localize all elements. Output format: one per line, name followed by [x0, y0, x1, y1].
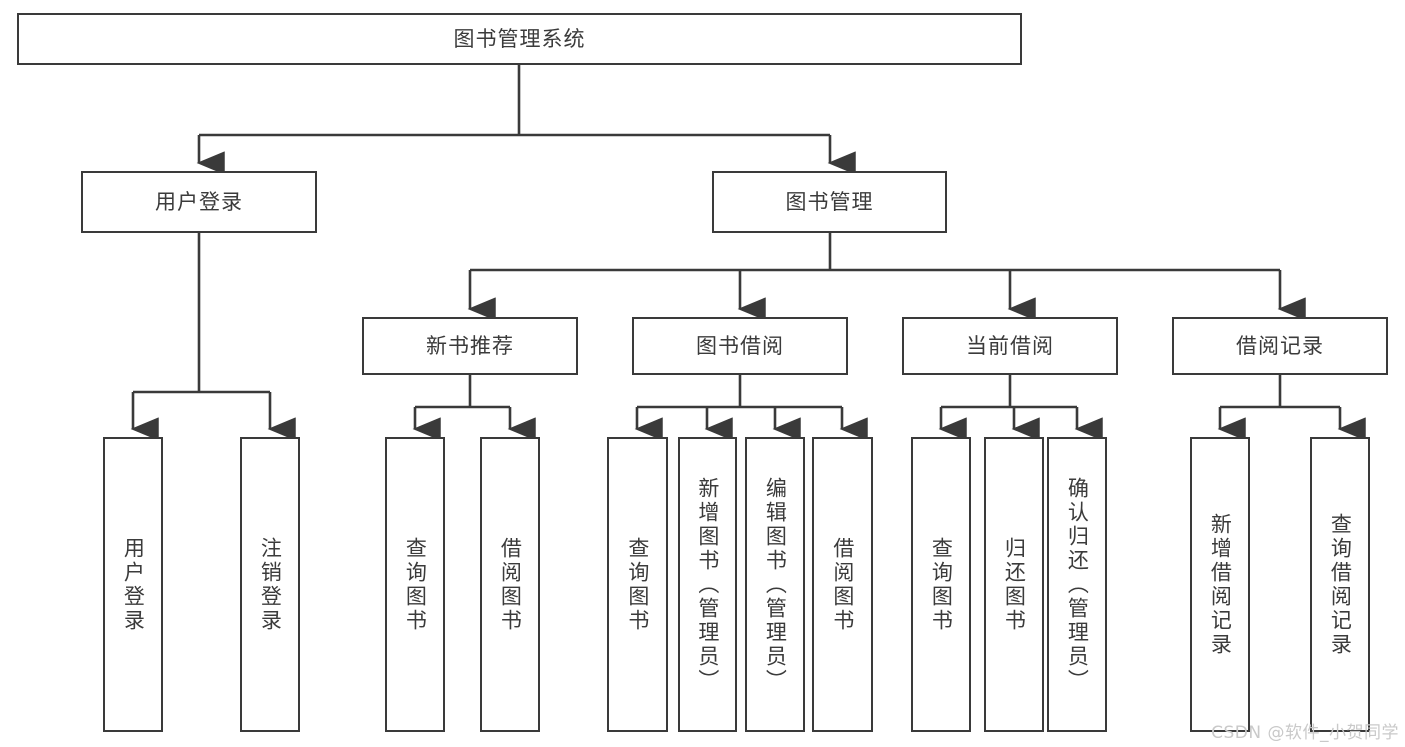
leaf-borrow-book-label: 借阅图书: [830, 536, 855, 633]
leaf-add-book[interactable]: 新增图书（管理员）: [678, 437, 737, 732]
node-new-book-recommend[interactable]: 新书推荐: [362, 317, 578, 375]
leaf-query-record[interactable]: 查询借阅记录: [1310, 437, 1370, 732]
leaf-logout[interactable]: 注销登录: [240, 437, 300, 732]
leaf-return-book-label: 归还图书: [1002, 536, 1027, 633]
leaf-query-book-borrow[interactable]: 查询图书: [607, 437, 668, 732]
leaf-logout-label: 注销登录: [258, 536, 283, 633]
node-borrow-record-label: 借阅记录: [1236, 333, 1324, 358]
node-user-login[interactable]: 用户登录: [81, 171, 317, 233]
edges: [130, 65, 1366, 441]
node-root[interactable]: 图书管理系统: [17, 13, 1022, 65]
node-borrow-record[interactable]: 借阅记录: [1172, 317, 1388, 375]
leaf-borrow-book-rec-label: 借阅图书: [498, 536, 523, 633]
node-book-borrow-label: 图书借阅: [696, 333, 784, 358]
leaf-return-book[interactable]: 归还图书: [984, 437, 1044, 732]
leaf-add-book-label: 新增图书（管理员）: [695, 476, 720, 693]
node-current-borrow-label: 当前借阅: [966, 333, 1054, 358]
leaf-add-record[interactable]: 新增借阅记录: [1190, 437, 1250, 732]
node-new-book-recommend-label: 新书推荐: [426, 333, 514, 358]
node-book-manage[interactable]: 图书管理: [712, 171, 947, 233]
leaf-query-book-current-label: 查询图书: [929, 536, 954, 633]
leaf-query-record-label: 查询借阅记录: [1328, 512, 1353, 657]
leaf-confirm-return-label: 确认归还（管理员）: [1065, 476, 1090, 693]
leaf-query-book-borrow-label: 查询图书: [625, 536, 650, 633]
leaf-user-login[interactable]: 用户登录: [103, 437, 163, 732]
leaf-borrow-book[interactable]: 借阅图书: [812, 437, 873, 732]
node-current-borrow[interactable]: 当前借阅: [902, 317, 1118, 375]
leaf-query-book-rec[interactable]: 查询图书: [385, 437, 445, 732]
leaf-confirm-return[interactable]: 确认归还（管理员）: [1047, 437, 1107, 732]
leaf-user-login-label: 用户登录: [121, 536, 146, 633]
leaf-query-book-rec-label: 查询图书: [403, 536, 428, 633]
leaf-query-book-current[interactable]: 查询图书: [911, 437, 971, 732]
node-root-label: 图书管理系统: [453, 26, 586, 51]
node-book-manage-label: 图书管理: [785, 189, 874, 214]
leaf-add-record-label: 新增借阅记录: [1208, 512, 1233, 657]
node-book-borrow[interactable]: 图书借阅: [632, 317, 848, 375]
leaf-edit-book-label: 编辑图书（管理员）: [763, 476, 788, 693]
leaf-borrow-book-rec[interactable]: 借阅图书: [480, 437, 540, 732]
node-user-login-label: 用户登录: [155, 189, 243, 214]
leaf-edit-book[interactable]: 编辑图书（管理员）: [745, 437, 805, 732]
